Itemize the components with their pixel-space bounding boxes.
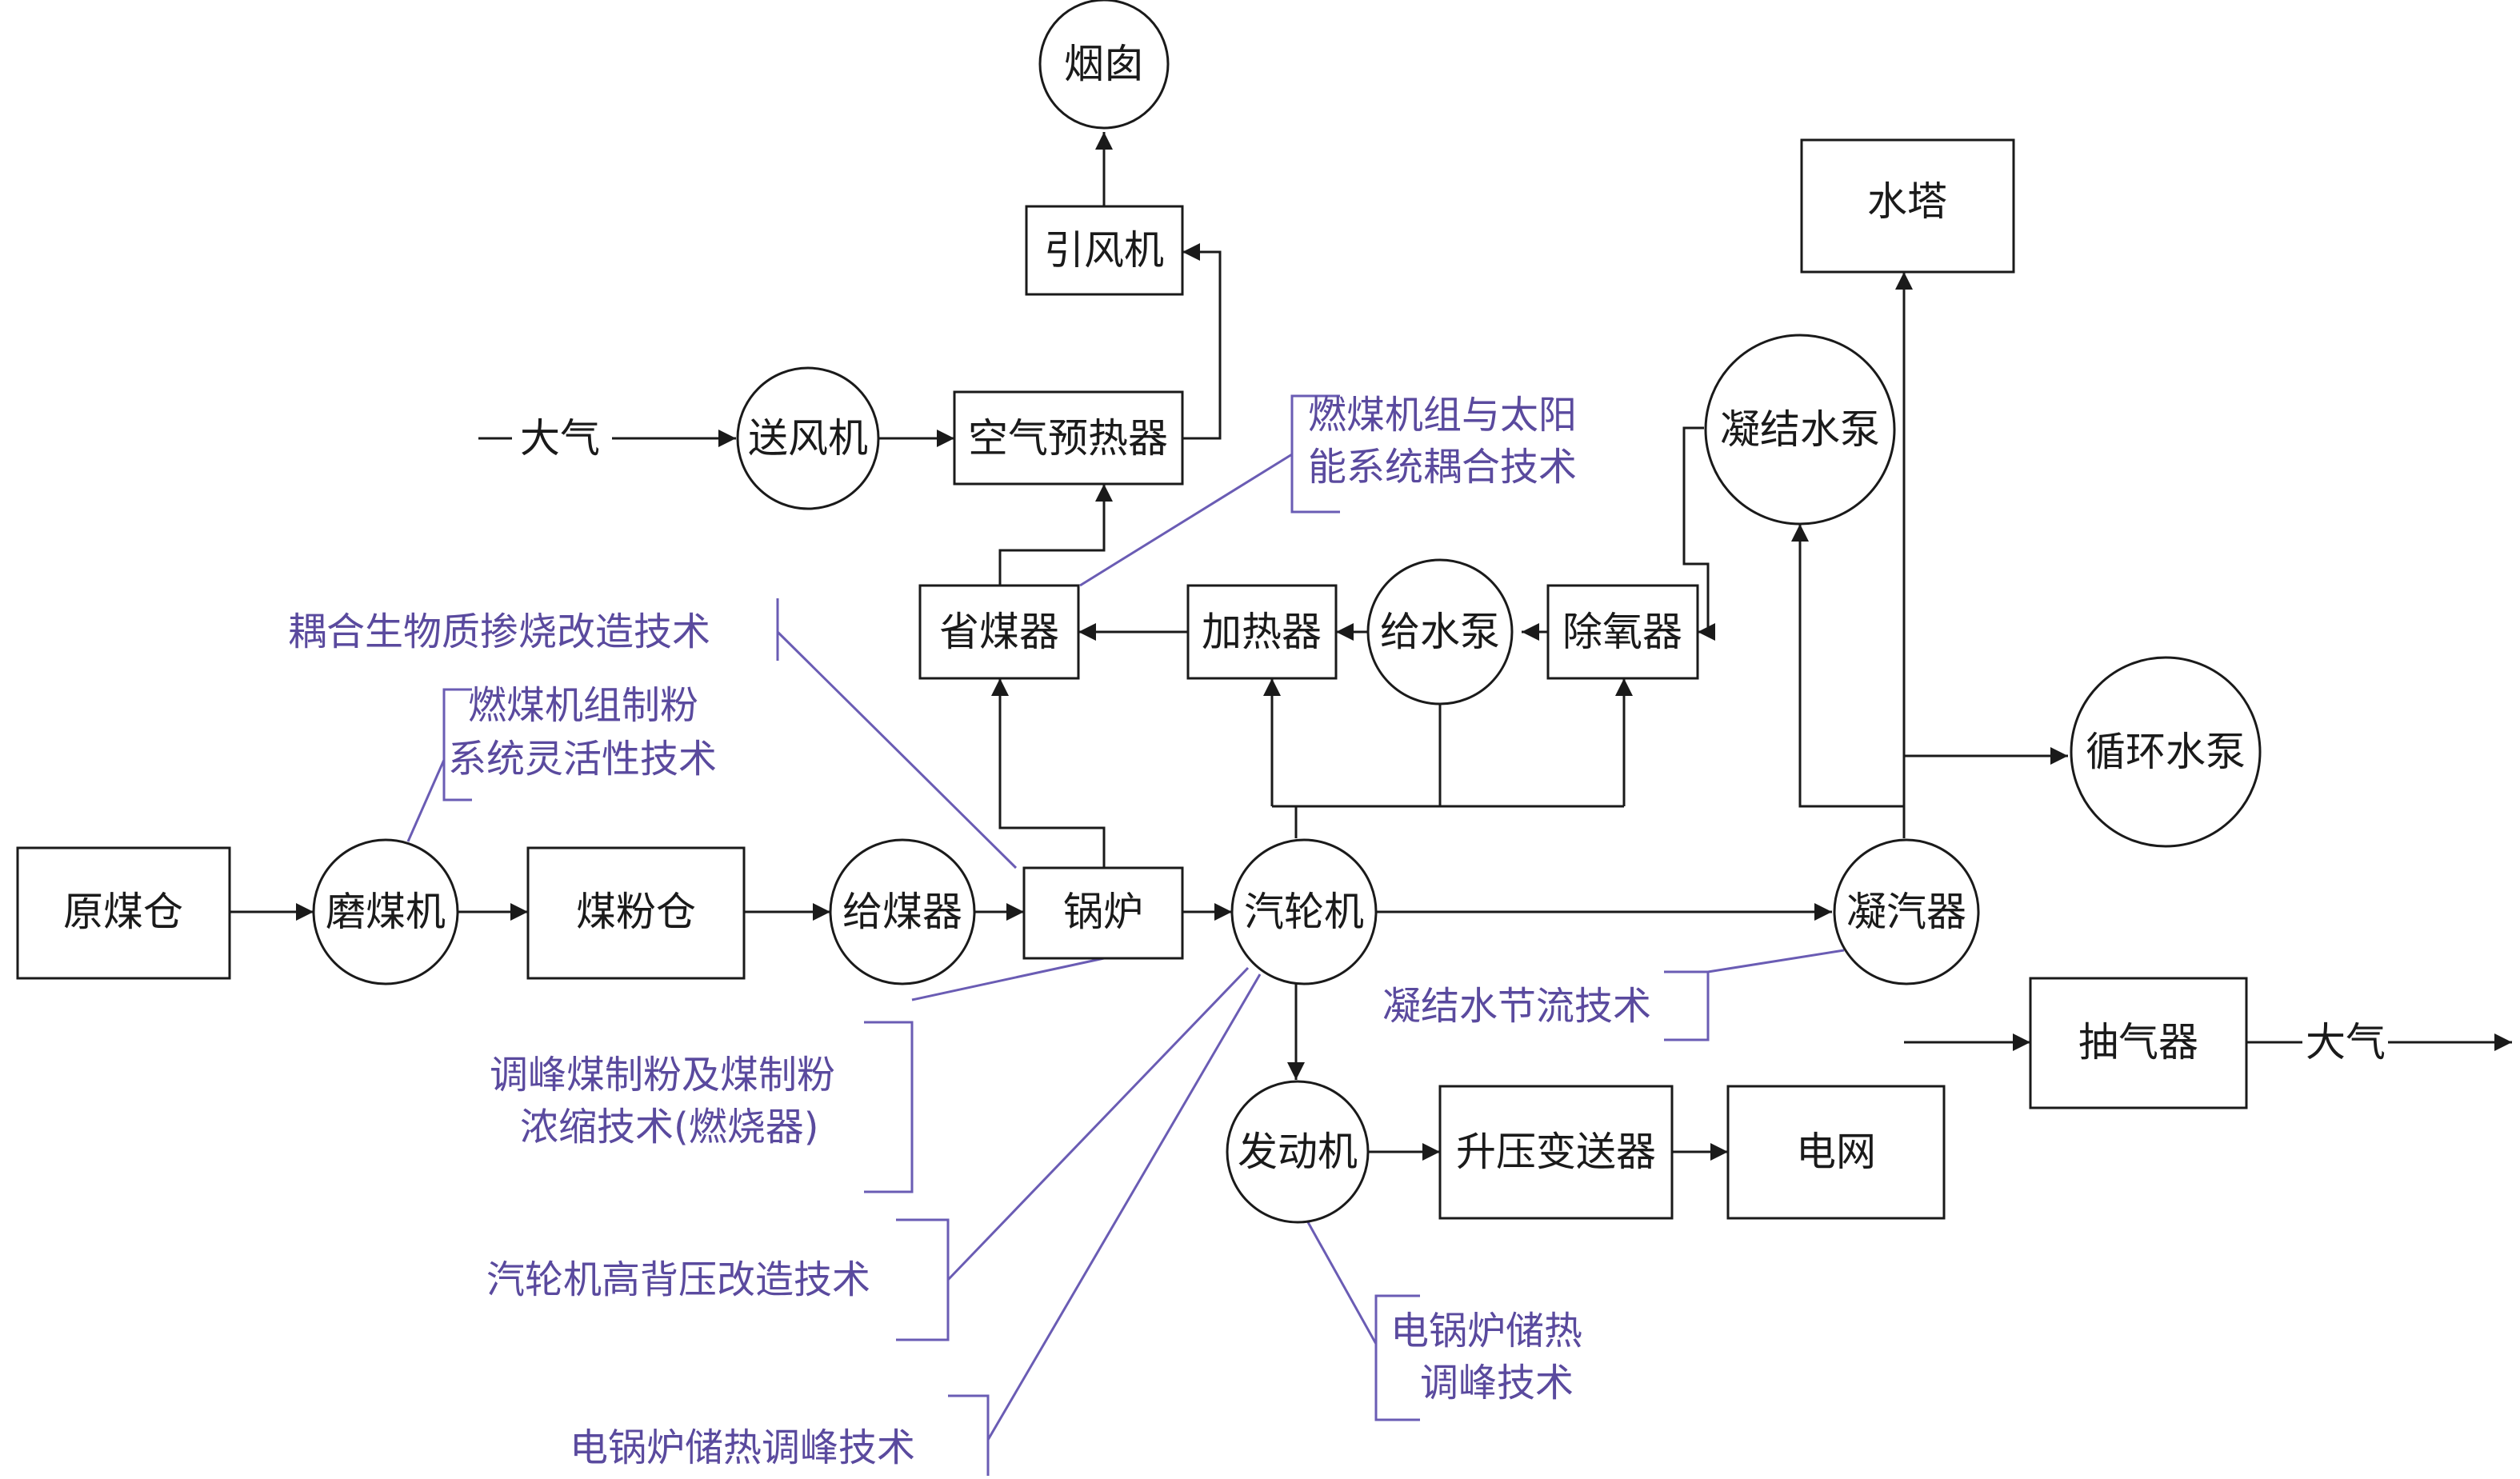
- chimney: 烟囱: [1038, 0, 1170, 130]
- condensate-pump-label: 凝结水泵: [1720, 406, 1880, 453]
- annotation-eb-gen-line1: 电锅炉储热: [1390, 1309, 1582, 1353]
- annotation-peak-line2: 浓缩技术(燃烧器): [520, 1105, 818, 1149]
- annotation-pulverizing-line2: 系统灵活性技术: [448, 737, 717, 781]
- circulating-pump: 循环水泵: [2070, 656, 2262, 848]
- economizer-label: 省煤器: [939, 609, 1059, 655]
- annotation-high-back-pressure: 汽轮机高背压改造技术: [486, 1257, 870, 1302]
- heater-label: 加热器: [1202, 609, 1322, 655]
- water-tower-label: 水塔: [1867, 178, 1947, 225]
- annotation-pulverizing-line1: 燃煤机组制粉: [468, 683, 698, 728]
- heater: 加热器: [1186, 584, 1338, 680]
- annotation-hbp-line: 汽轮机高背压改造技术: [486, 1257, 870, 1302]
- pulverized-coal-bunker: 煤粉仓: [526, 846, 746, 980]
- condenser-label: 凝汽器: [1846, 889, 1966, 935]
- atmosphere-in-label: 大气: [520, 415, 600, 462]
- annotation-solar-line1: 燃煤机组与太阳: [1308, 393, 1577, 438]
- grid-label: 电网: [1796, 1129, 1876, 1175]
- annotation-biomass-line: 耦合生物质掺烧改造技术: [288, 610, 710, 654]
- coal-feeder: 给煤器: [829, 838, 976, 985]
- extractor: 抽气器: [2029, 977, 2248, 1109]
- circulating-pump-label: 循环水泵: [2086, 729, 2246, 775]
- raw-coal-bunker: 原煤仓: [16, 846, 231, 980]
- annotation-condensate-line: 凝结水节流技术: [1382, 984, 1651, 1029]
- atmosphere-inlet: 大气: [478, 415, 600, 462]
- annotation-peak-pulverizing: 调峰煤制粉及煤制粉 浓缩技术(燃烧器): [490, 1053, 835, 1149]
- annotation-biomass: 耦合生物质掺烧改造技术: [288, 610, 710, 654]
- transformer-label: 升压变送器: [1456, 1129, 1656, 1175]
- coal-mill: 磨煤机: [312, 838, 459, 985]
- turbine: 汽轮机: [1230, 838, 1378, 985]
- generator-label: 发动机: [1238, 1129, 1358, 1175]
- annotation-eb-gen-line2: 调峰技术: [1420, 1361, 1574, 1405]
- boiler-label: 锅炉: [1063, 889, 1143, 935]
- condenser: 凝汽器: [1833, 838, 1980, 985]
- atmosphere-outlet: 大气: [2306, 1019, 2386, 1065]
- water-tower: 水塔: [1800, 138, 2015, 274]
- annotation-leaders: [406, 394, 1845, 1476]
- feed-pump: 给水泵: [1366, 558, 1514, 706]
- grid: 电网: [1726, 1085, 1946, 1220]
- annotation-eb-turbine-line: 电锅炉储热调峰技术: [570, 1425, 915, 1470]
- generator: 发动机: [1226, 1080, 1370, 1224]
- extractor-label: 抽气器: [2078, 1019, 2198, 1065]
- raw-coal-bunker-label: 原煤仓: [63, 889, 183, 935]
- turbine-label: 汽轮机: [1244, 889, 1364, 935]
- annotation-pulverizing: 燃煤机组制粉 系统灵活性技术: [448, 683, 717, 781]
- transformer: 升压变送器: [1438, 1085, 1674, 1220]
- forced-fan-label: 送风机: [748, 415, 868, 462]
- deaerator: 除氧器: [1546, 584, 1699, 680]
- forced-fan: 送风机: [736, 366, 880, 510]
- annotation-electric-boiler-turbine: 电锅炉储热调峰技术: [570, 1425, 915, 1470]
- boiler: 锅炉: [1022, 866, 1184, 960]
- chimney-label: 烟囱: [1064, 41, 1144, 87]
- induced-fan-label: 引风机: [1044, 227, 1164, 274]
- annotation-electric-boiler-generator: 电锅炉储热 调峰技术: [1390, 1309, 1582, 1405]
- induced-fan: 引风机: [1025, 205, 1184, 296]
- annotation-condensate-throttling: 凝结水节流技术: [1382, 984, 1651, 1029]
- atmosphere-out-label: 大气: [2306, 1019, 2386, 1065]
- air-preheater-label: 空气预热器: [968, 415, 1168, 462]
- coal-feeder-label: 给煤器: [842, 889, 962, 935]
- pulverized-coal-bunker-label: 煤粉仓: [576, 889, 696, 935]
- annotation-solar-line2: 能系统耦合技术: [1308, 445, 1577, 490]
- economizer: 省煤器: [918, 584, 1080, 680]
- condensate-pump: 凝结水泵: [1704, 334, 1896, 526]
- annotation-peak-line1: 调峰煤制粉及煤制粉: [490, 1053, 835, 1097]
- annotation-solar-coupling: 燃煤机组与太阳 能系统耦合技术: [1308, 393, 1577, 490]
- flow-lines: [230, 132, 2512, 1161]
- coal-mill-label: 磨煤机: [326, 889, 446, 935]
- feed-pump-label: 给水泵: [1380, 609, 1500, 655]
- deaerator-label: 除氧器: [1562, 609, 1682, 655]
- air-preheater: 空气预热器: [953, 390, 1184, 486]
